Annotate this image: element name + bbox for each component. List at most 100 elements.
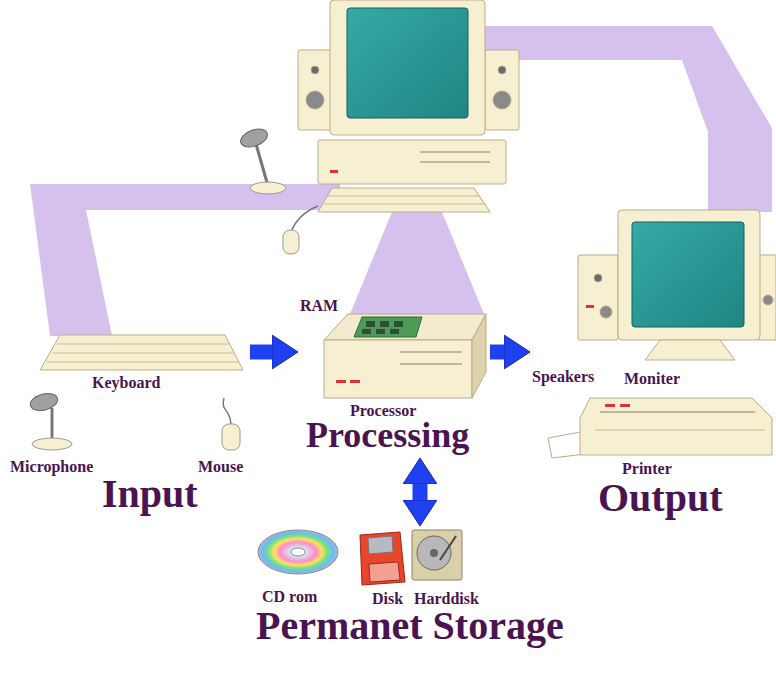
desktop-computer [318, 140, 506, 184]
desktop-computer [498, 66, 506, 74]
processor-box [350, 380, 360, 383]
desktop-computer [328, 196, 480, 197]
input-group: KeyboardMicrophone MouseInput [8, 325, 250, 530]
processor-box [324, 314, 486, 340]
harddisk-icon [412, 530, 462, 580]
processor-box [400, 352, 462, 353]
flow-arrow [490, 345, 510, 360]
processor-box [380, 321, 389, 327]
storage-group: CD romDiskHarddiskPermanet Storage [250, 526, 610, 666]
output-computer [578, 210, 776, 360]
output-computer [758, 255, 776, 340]
keyboard-icon [40, 335, 243, 370]
output-computer [578, 255, 618, 340]
link-band [30, 184, 340, 336]
processing-group: RAMProcessorProcessing [298, 296, 490, 458]
device-label: CD rom [262, 588, 317, 606]
device-label: Moniter [624, 370, 680, 388]
microphone-icon [51, 408, 54, 442]
device-label: Microphone [10, 458, 93, 476]
printer-icon [620, 404, 630, 407]
device-label: Speakers [532, 368, 594, 386]
harddisk-icon [440, 536, 456, 560]
microphone-icon [238, 126, 286, 194]
stage-heading: Processing [306, 416, 469, 456]
output-computer [586, 305, 594, 308]
mouse-icon [223, 398, 231, 426]
processor-box [366, 321, 375, 327]
keyboard-icon [57, 344, 229, 345]
processor-box [362, 329, 371, 334]
processor-box [376, 329, 385, 334]
printer-icon [605, 404, 615, 407]
desktop-computer [420, 152, 490, 153]
desktop-computer [298, 50, 332, 130]
desktop-computer [324, 204, 486, 205]
microphone-icon [28, 391, 72, 450]
mouse-icon [291, 206, 318, 232]
printer-icon [548, 398, 772, 458]
cd-icon [258, 530, 338, 574]
microphone-icon [32, 438, 72, 450]
device-label: Keyboard [92, 374, 160, 392]
stage-heading: Permanet Storage [256, 604, 564, 648]
microphone-icon [28, 391, 59, 414]
processor-box [390, 329, 399, 334]
processor-box [324, 340, 472, 398]
desktop-computer [306, 91, 324, 109]
output-computer [632, 222, 744, 327]
processor-box [324, 314, 486, 398]
harddisk-icon [430, 549, 438, 557]
processor-box [336, 380, 346, 383]
output-computer [594, 274, 602, 282]
printer-icon [580, 398, 772, 455]
desktop-computer [420, 162, 490, 163]
mouse-icon [283, 230, 299, 254]
cd-icon [258, 530, 338, 574]
flow-arrow [413, 478, 428, 506]
keyboard-icon [40, 335, 243, 370]
floppy-icon [360, 532, 405, 585]
link-band [350, 212, 484, 314]
output-group: Speakers MoniterPrinterOutput [530, 205, 772, 535]
desktop-computer [330, 0, 485, 135]
microphone-icon [256, 144, 268, 186]
keyboard-icon [47, 362, 238, 363]
output-computer [600, 306, 612, 318]
cd-icon [291, 548, 305, 556]
device-label: Mouse [198, 458, 243, 476]
microphone-icon [250, 182, 286, 194]
link-band [470, 26, 772, 212]
processor-box [472, 314, 486, 398]
device-label: Printer [622, 460, 672, 478]
printer-icon [595, 430, 765, 431]
output-computer [645, 340, 735, 360]
printer-icon [600, 412, 755, 413]
microphone-icon [238, 126, 270, 151]
floppy-icon [360, 532, 405, 585]
harddisk-icon [412, 530, 462, 580]
flow-arrow [250, 345, 278, 360]
desktop-computer [493, 91, 511, 109]
processor-box [354, 317, 422, 337]
keyboard-icon [52, 353, 234, 354]
output-computer [763, 295, 773, 305]
stage-heading: Input [102, 472, 198, 516]
output-computer [618, 210, 760, 340]
desktop-computer [318, 188, 490, 212]
processor-box [394, 321, 403, 327]
mouse-icon [222, 424, 240, 450]
desktop-computer [485, 50, 519, 130]
floppy-icon [368, 536, 393, 554]
desktop-computer [347, 8, 468, 118]
floppy-icon [369, 562, 400, 582]
desktop-computer [311, 66, 319, 74]
desktop-computer [330, 170, 338, 173]
mouse-icon [222, 398, 240, 450]
device-label: RAM [300, 297, 338, 315]
stage-heading: Output [598, 476, 723, 520]
harddisk-icon [417, 536, 451, 570]
